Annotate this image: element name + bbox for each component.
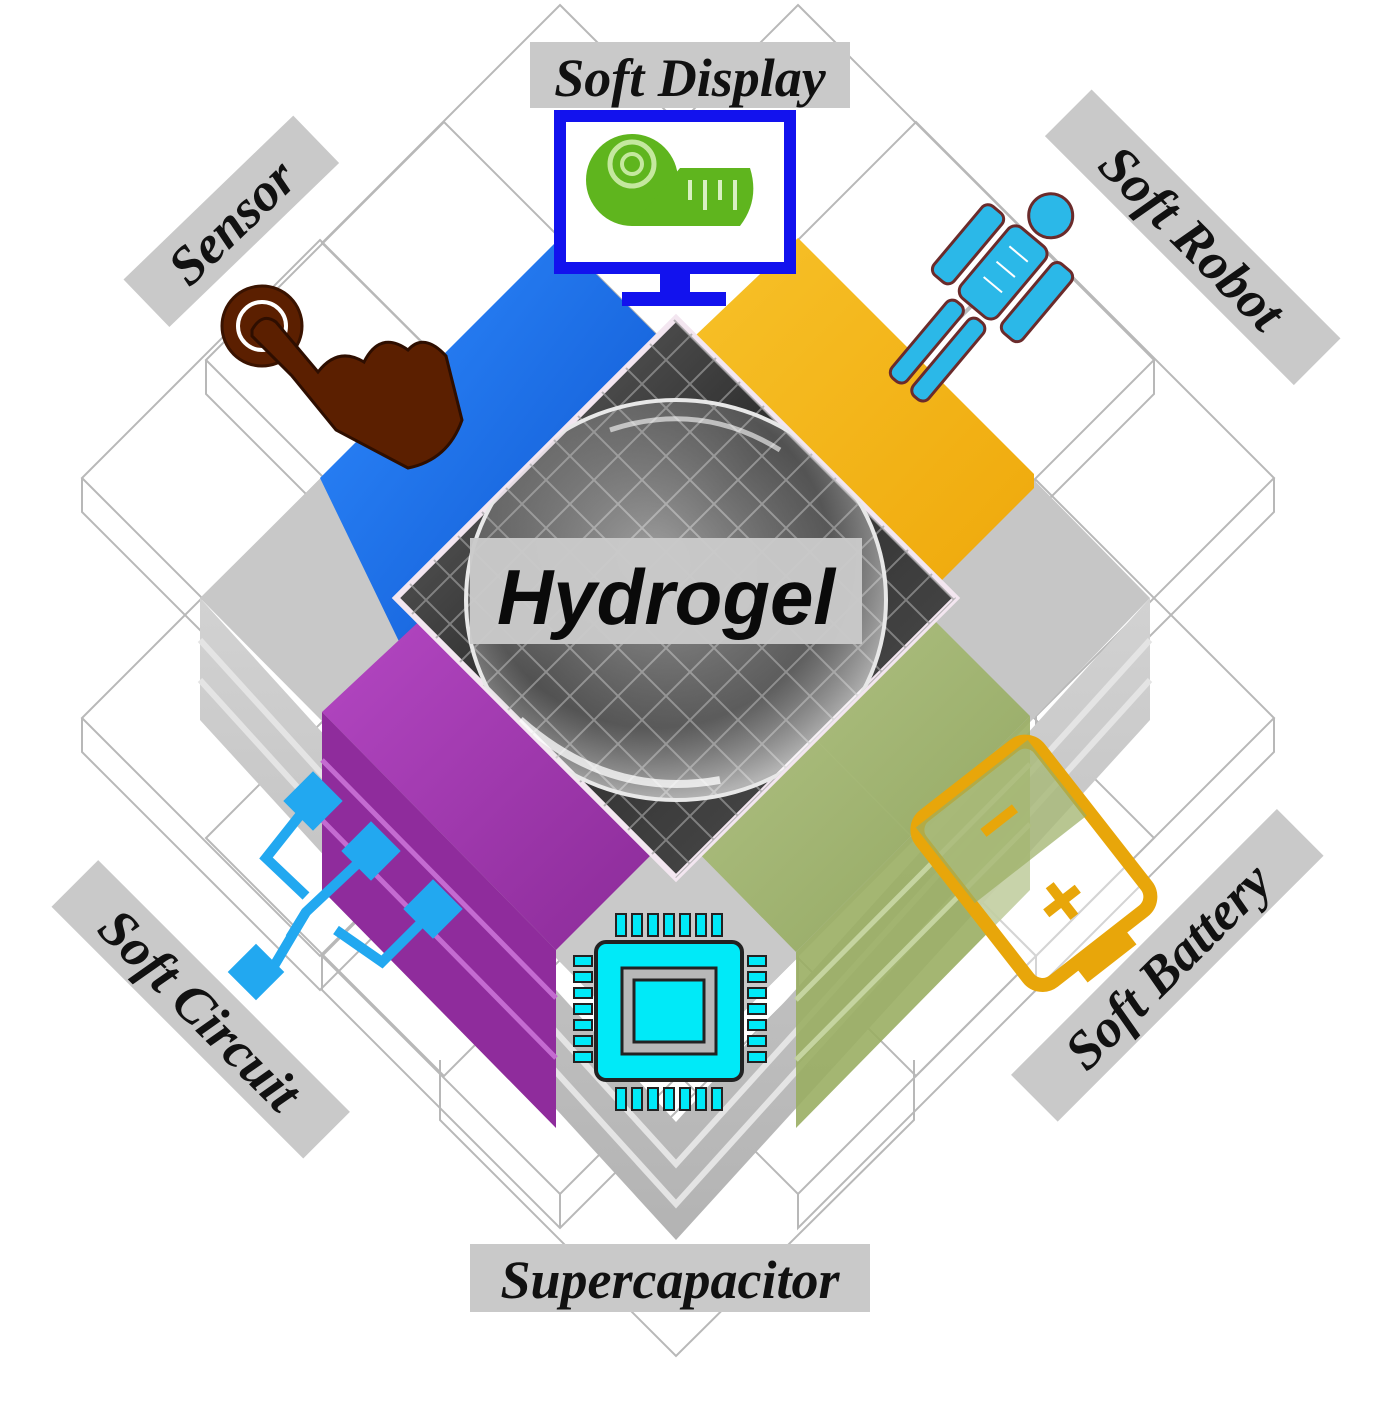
label-soft-circuit: Soft Circuit (51, 860, 350, 1159)
chip-pin (711, 913, 723, 937)
label-soft-display: Soft Display (530, 42, 850, 108)
chip-pin (679, 913, 691, 937)
chip-pin (573, 971, 593, 983)
touch-hand-icon (220, 284, 464, 470)
label-soft-display-text: Soft Display (554, 48, 827, 108)
chip-pin (615, 1087, 627, 1111)
chip-pin (679, 1087, 691, 1111)
chip-pin (747, 955, 767, 967)
chip-pin (631, 913, 643, 937)
label-sensor: Sensor (123, 115, 340, 327)
chip-pin (573, 955, 593, 967)
chip-pin (711, 1087, 723, 1111)
hydrogel-label: Hydrogel (470, 538, 862, 644)
battery-icon (910, 734, 1158, 992)
hydrogel-label-text: Hydrogel (497, 553, 836, 641)
chip-pin (747, 1003, 767, 1015)
chip-pin (573, 1019, 593, 1031)
grid-line (605, 318, 956, 878)
chip-pin (647, 1087, 659, 1111)
humanoid-robot-icon (888, 192, 1075, 403)
monitor-tape-icon (554, 110, 796, 306)
grid-line (396, 318, 727, 878)
label-supercapacitor-text: Supercapacitor (500, 1250, 840, 1310)
chip-pin (647, 913, 659, 937)
chip-pin (573, 1051, 593, 1063)
chip-pin (747, 987, 767, 999)
chip-pin (573, 1003, 593, 1015)
chip-pin (695, 913, 707, 937)
chip-pin (663, 913, 675, 937)
label-supercapacitor: Supercapacitor (470, 1244, 870, 1312)
chip-pin (573, 1035, 593, 1047)
chip-pin (747, 1035, 767, 1047)
chip-icon (573, 913, 767, 1111)
chip-pin (695, 1087, 707, 1111)
chip-pin (573, 987, 593, 999)
grid-line (653, 318, 956, 878)
chip-pin (747, 1019, 767, 1031)
chip-pin (631, 1087, 643, 1111)
label-soft-robot-text: Soft Robot (1088, 134, 1298, 344)
label-soft-robot: Soft Robot (1044, 89, 1341, 386)
label-soft-circuit-text: Soft Circuit (87, 897, 314, 1124)
chip-pin (747, 1051, 767, 1063)
chip-pin (615, 913, 627, 937)
chip-pin (663, 1087, 675, 1111)
chip-pin (747, 971, 767, 983)
